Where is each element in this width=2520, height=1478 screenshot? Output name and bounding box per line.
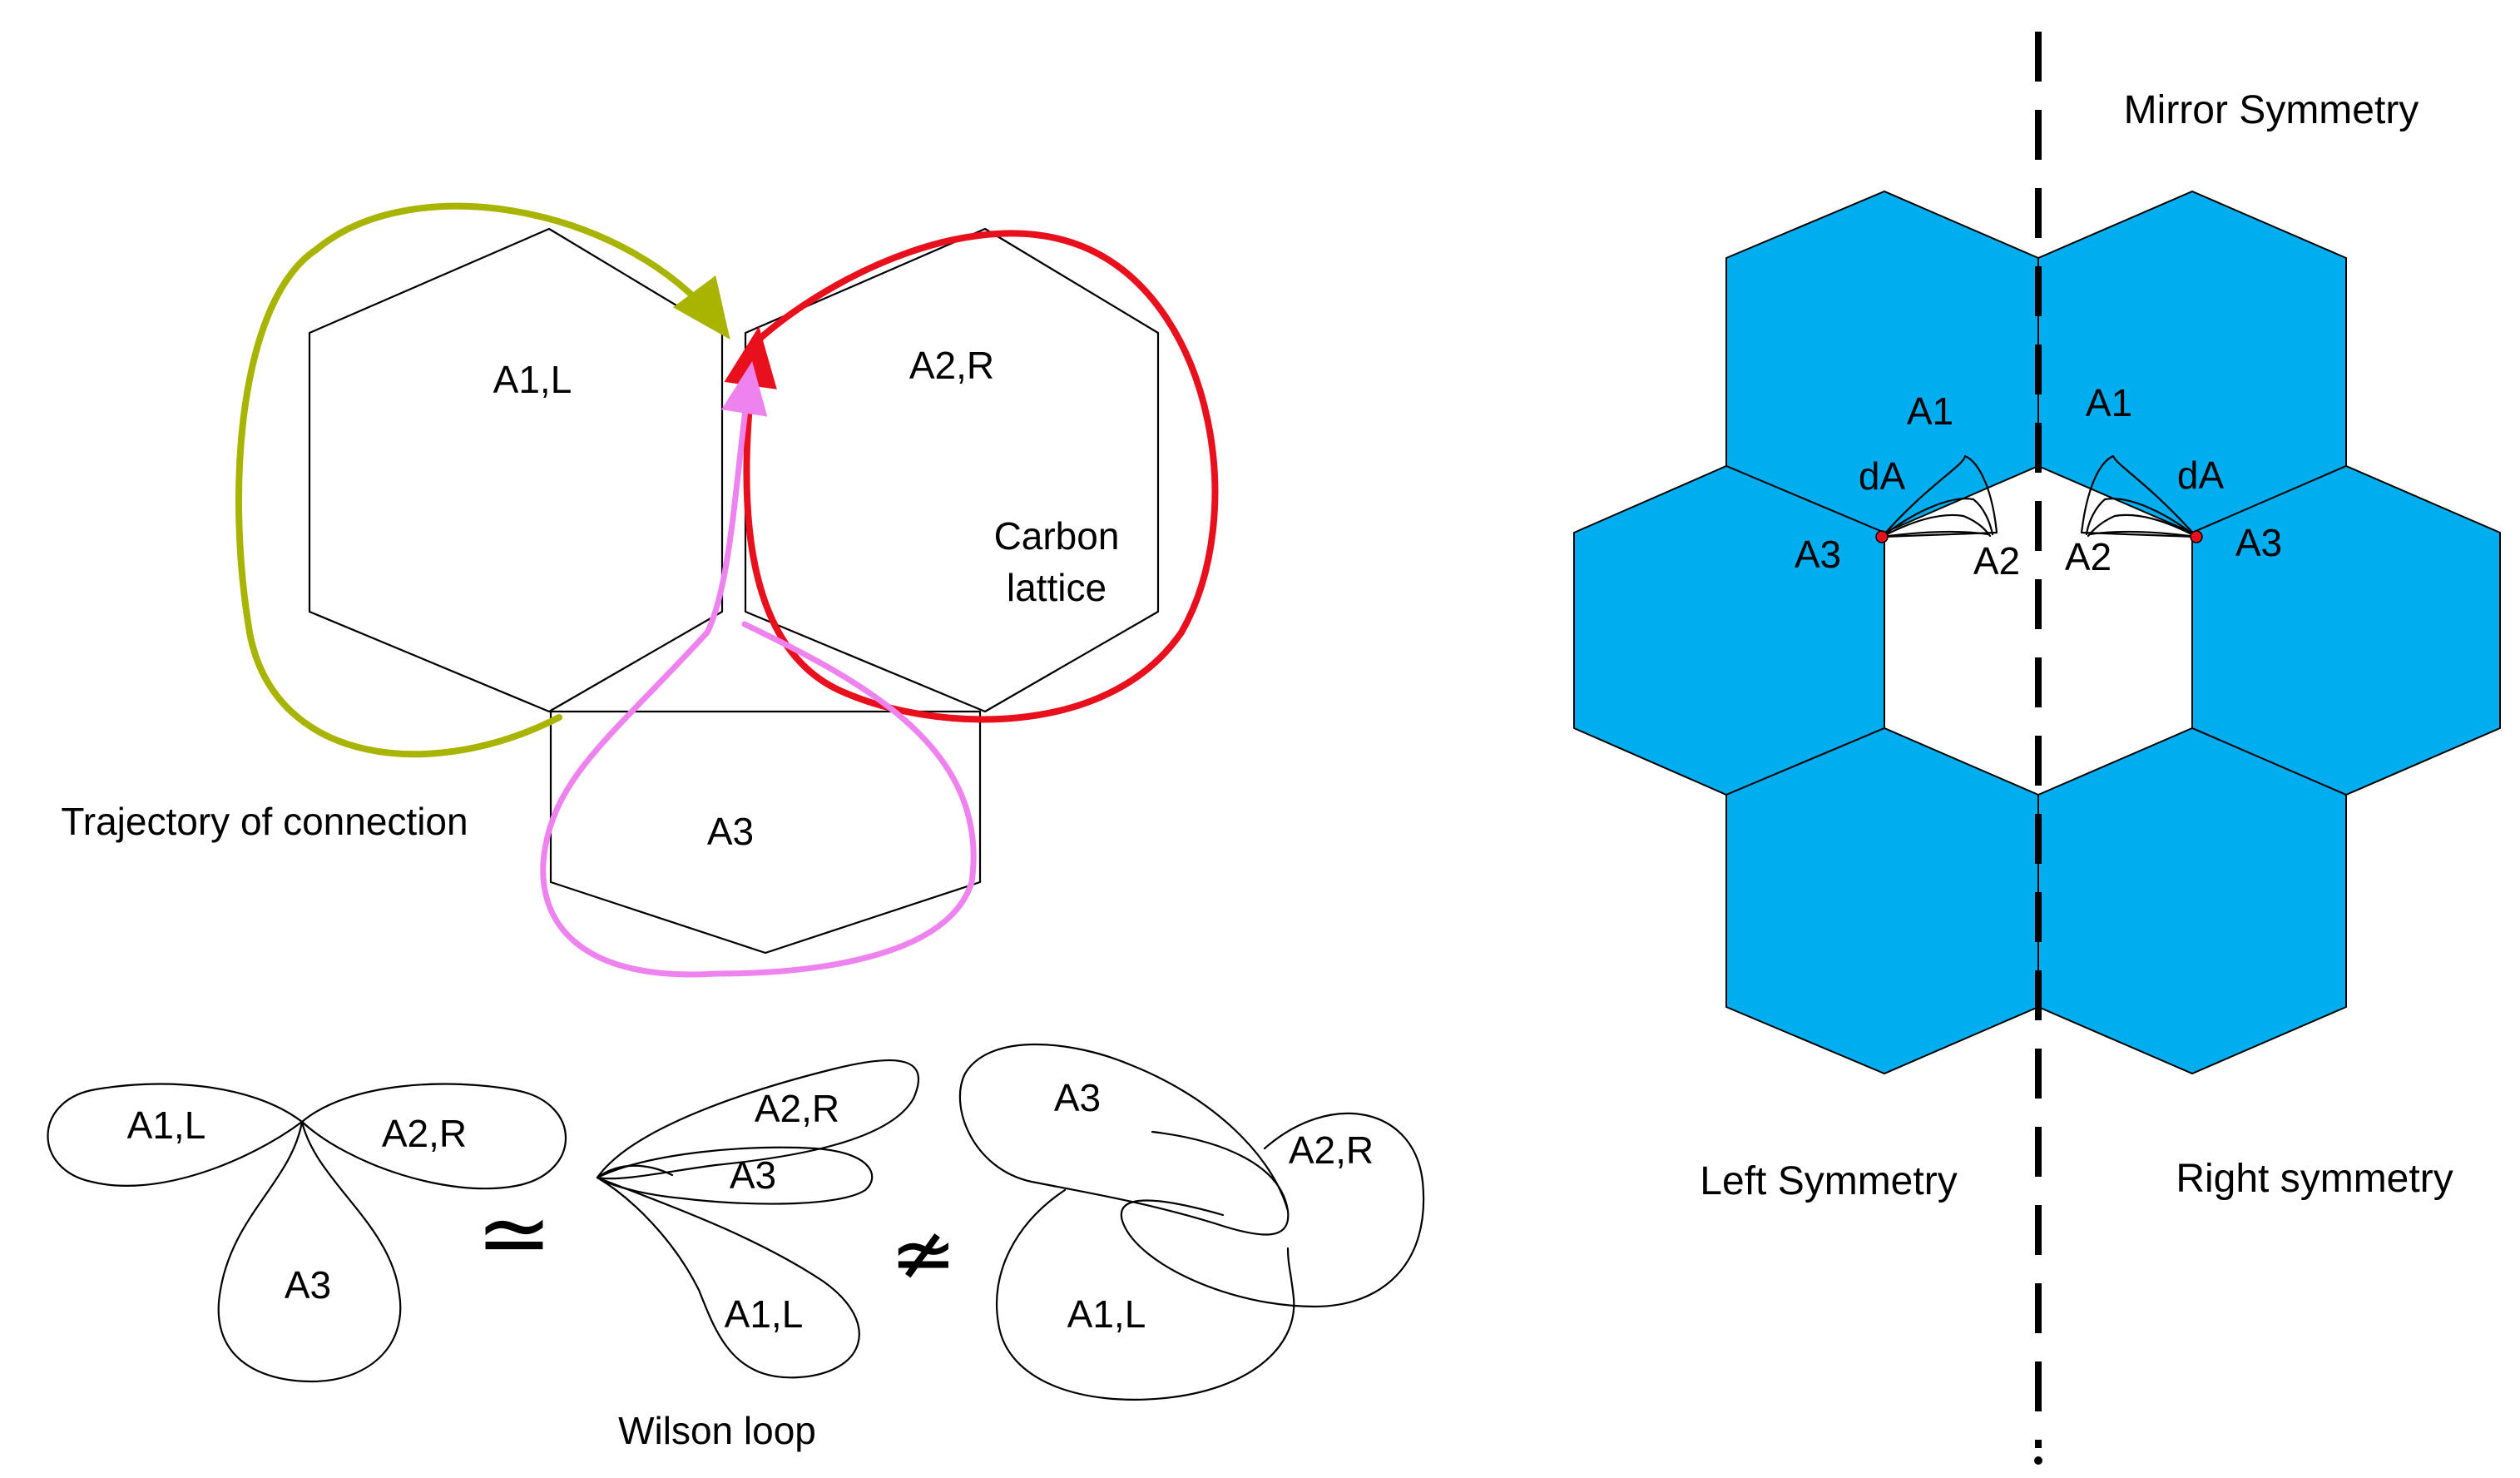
left-a1-label: A1 [1907,389,1953,433]
hex-bottom-right [2037,727,2347,1075]
wilson-loop-caption: Wilson loop [618,1409,816,1452]
g3-a1-label: A1,L [1067,1292,1146,1336]
hexagon-ring [1573,190,2501,1075]
right-a3-label: A3 [2235,521,2282,564]
g1-a1-label: A1,L [127,1104,206,1147]
wilson-loop-panel: A1,L A2,R A3 ≃ A2,R A3 A1,L ≄ A3 A2,R A1… [47,1043,1425,1452]
trajectory-loop-red [724,230,1219,723]
right-a2-label: A2 [2065,535,2112,578]
right-fan-inner [2087,513,2198,538]
carbon-label-line1: Carbon [994,514,1120,558]
carbon-lattice-panel: A1,L A2,R Carbon lattice A3 Trajectory o… [61,202,1219,978]
right-connection-fan: A1 dA A3 A2 [2065,381,2282,578]
g3-a3-label: A3 [1054,1076,1101,1119]
g1-a3-label: A3 [285,1263,331,1307]
hex-bottom-left [1725,727,2039,1075]
mirror-symmetry-title: Mirror Symmetry [2124,88,2419,132]
wilson-group-3: A3 A2,R A1,L [958,1043,1425,1401]
trajectory-loop-violet [540,361,977,978]
carbon-label-line2: lattice [1007,566,1107,609]
g2-a2-label: A2,R [755,1087,839,1130]
hex-mid-right [2191,464,2501,796]
hex-mid-left [1573,464,1885,796]
g2-a1-label: A1,L [725,1292,804,1336]
g2-a3-label: A3 [730,1153,776,1197]
left-fan-base [1880,530,1990,538]
loop3-a2 [1120,1112,1425,1308]
g3-a2-label: A2,R [1289,1128,1374,1172]
hexagon-a3-bottom [549,710,982,955]
right-symmetry-caption: Right symmetry [2176,1157,2453,1201]
right-da-label: dA [2177,454,2225,497]
loop2-a3 [596,1146,874,1205]
left-fan-outer [1880,454,1998,538]
left-fan-inner [1880,513,1992,538]
wilson-group-1: A1,L A2,R A3 [47,1083,567,1383]
loop2-inner-strand [596,1164,674,1179]
trajectory-label: Trajectory of connection [61,800,468,843]
right-vertex-dot [2190,530,2203,543]
loop3-a1 [996,1188,1295,1401]
loop3-a3 [958,1043,1290,1236]
right-fan-mid [2085,498,2198,538]
not-equivalent-symbol: ≄ [890,1210,957,1299]
hex-a2-label: A2,R [909,344,994,387]
right-a1-label: A1 [2086,381,2132,424]
trajectory-loop-olive [235,202,730,758]
loop2-a1 [596,1176,860,1379]
petal-a2 [300,1083,567,1190]
left-vertex-dot [1875,530,1889,543]
left-a2-label: A2 [1973,539,2020,583]
left-symmetry-caption: Left Symmetry [1700,1159,1957,1203]
loop2-a2 [596,1059,919,1180]
left-fan-mid [1880,498,1994,538]
hexagon-a1-left [308,227,724,713]
left-da-label: dA [1859,454,1906,498]
left-connection-fan: A1 dA A3 A2 [1795,389,2020,583]
right-fan-base [2088,530,2198,538]
petal-a3 [217,1120,402,1383]
mirror-axis-end-dot [2034,1456,2042,1465]
hex-a3-label: A3 [707,810,754,853]
left-a3-label: A3 [1795,533,1841,576]
wilson-group-2: A2,R A3 A1,L [596,1059,919,1379]
hex-a1-label: A1,L [493,358,572,401]
right-fan-outer [2080,454,2198,538]
petal-a1 [47,1083,304,1187]
mirror-symmetry-panel: A1 dA A3 A2 A1 dA A3 A2 Mirror Symmetry … [1573,32,2501,1465]
g1-a2-label: A2,R [382,1112,467,1155]
equivalent-symbol: ≃ [476,1183,552,1285]
